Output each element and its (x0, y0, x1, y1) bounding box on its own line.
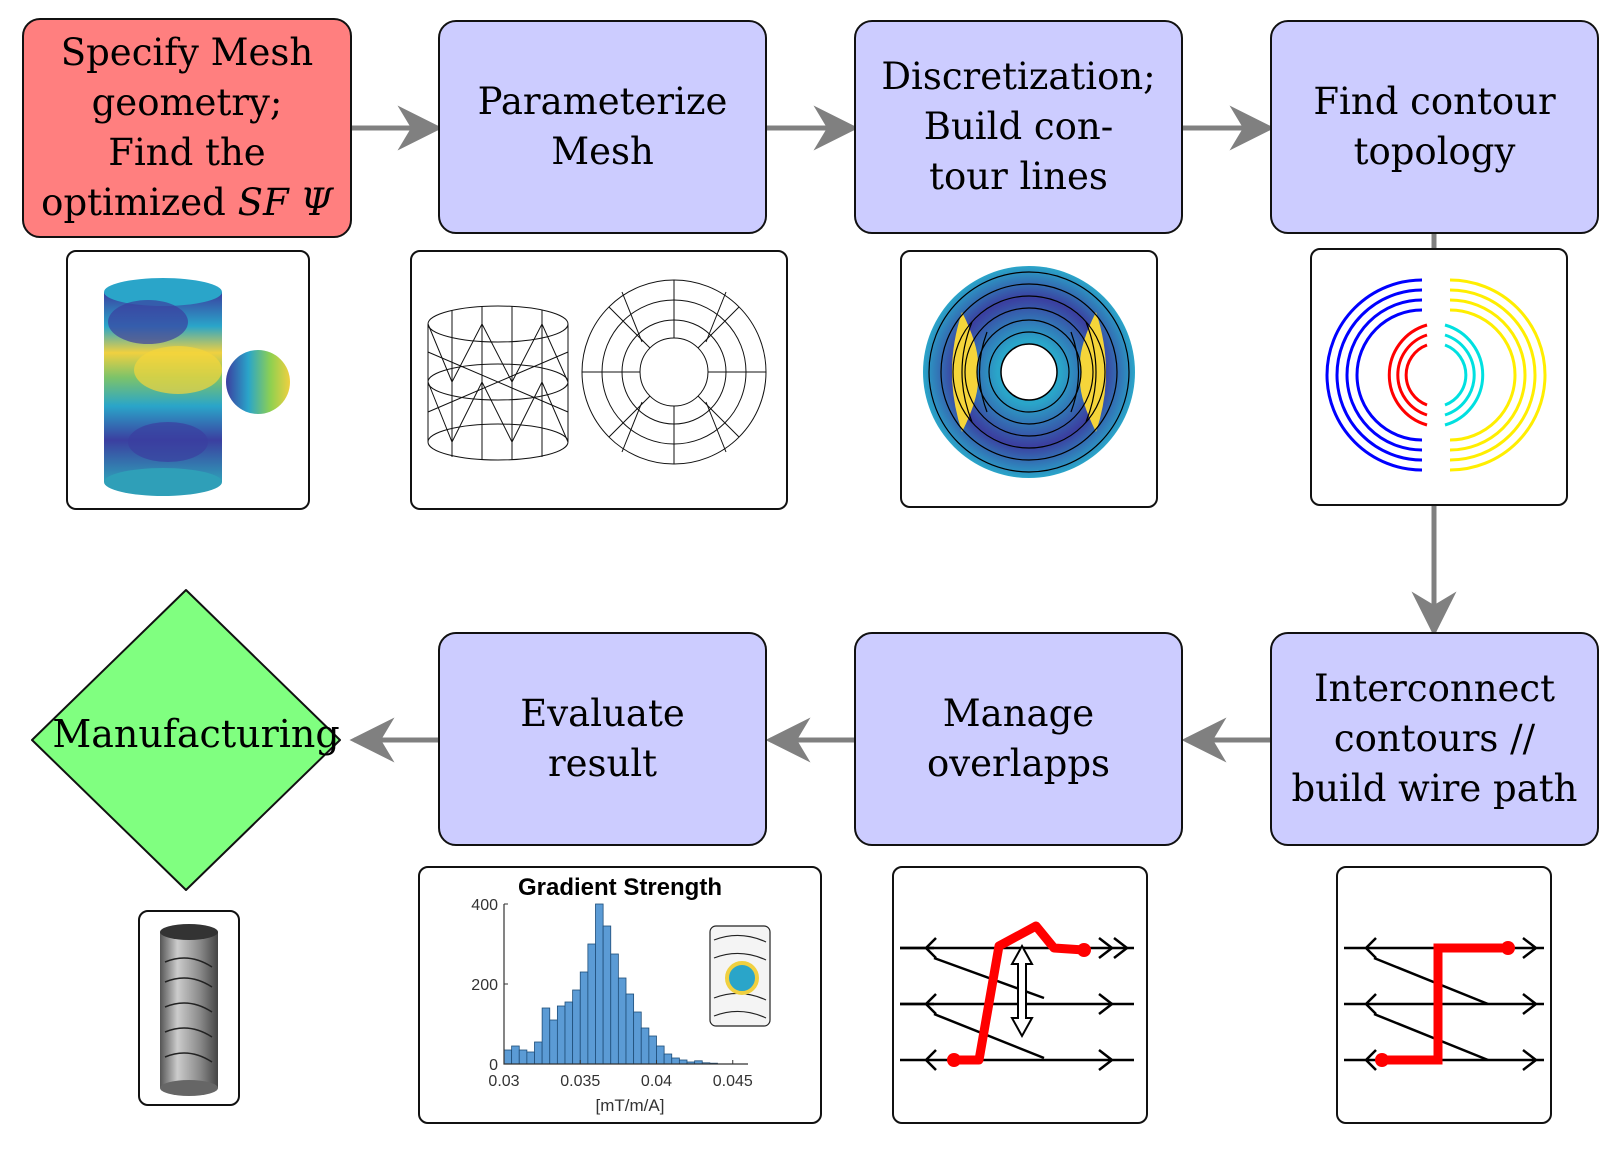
panel-gradient-histogram: Gradient Strength 0 200 400 0.03 0.035 0.04 0.… (418, 866, 822, 1124)
x-tick-label: 0.04 (641, 1073, 672, 1090)
histogram-xlabel: [mT/m/A] (595, 1096, 665, 1115)
histogram-bar (595, 903, 604, 1065)
step-text: Find contour (1313, 80, 1556, 123)
histogram-inset-coil (709, 925, 771, 1027)
step-text: Interconnect (1313, 667, 1556, 710)
sf-psi-symbol: SF Ψ (237, 181, 333, 224)
step-text: Build con- (923, 105, 1114, 148)
step-text: Discretization; (881, 55, 1156, 98)
x-tick-label: 0.045 (713, 1073, 753, 1090)
step-parameterize-mesh: Parameterize Mesh (438, 20, 767, 234)
histogram-bar (503, 1049, 513, 1065)
panel-manufactured-coil (138, 910, 240, 1106)
step-text: result (547, 742, 658, 785)
mesh-image (427, 279, 767, 465)
step-text: Evaluate (520, 692, 685, 735)
histogram-bar (648, 1035, 657, 1065)
histogram-bar (610, 953, 619, 1065)
y-tick-label: 200 (471, 977, 498, 994)
histogram-bar (518, 1049, 528, 1065)
topology-image (1325, 278, 1547, 472)
step-text: Manage (942, 692, 1095, 735)
step-text: overlapps (926, 742, 1110, 785)
histogram-title: Gradient Strength (517, 874, 722, 901)
step-text: contours // (1333, 717, 1536, 760)
step-find-contour-topology: Find contour topology (1270, 20, 1599, 234)
histogram-bar (587, 943, 596, 1065)
y-tick-label: 0 (489, 1057, 498, 1074)
panel-manage-overlaps (892, 866, 1148, 1124)
panel-topology (1310, 248, 1568, 506)
step-text: Specify Mesh (60, 31, 314, 74)
step-text-last: optimized SF Ψ (41, 178, 333, 228)
step-text: optimized (41, 181, 238, 224)
manufacturing-label: Manufacturing (52, 712, 340, 756)
wire-path-image (1344, 937, 1544, 1071)
histogram-bar (549, 1019, 558, 1065)
panel-stream-function (66, 250, 310, 510)
overlaps-image (900, 921, 1134, 1071)
histogram-bar (541, 1007, 551, 1065)
histogram-bar (671, 1057, 680, 1065)
panel-contour-lines (900, 250, 1158, 508)
histogram-chart: 0 200 400 0.03 0.035 0.04 0.045 (471, 897, 771, 1090)
histogram-bar (564, 1001, 574, 1065)
stream-function-image (104, 278, 290, 496)
contour-lines-image (923, 266, 1135, 478)
step-text: build wire path (1291, 767, 1578, 810)
panel-mesh (410, 250, 788, 510)
histogram-bar (602, 925, 612, 1065)
x-tick-label: 0.035 (560, 1073, 600, 1090)
step-text: Mesh (551, 130, 654, 173)
step-evaluate-result: Evaluate result (438, 632, 767, 846)
histogram-bar (534, 1041, 543, 1065)
step-text: Find the (108, 131, 266, 174)
histogram-bar (617, 977, 627, 1065)
manufacturing-diamond (31, 589, 341, 891)
step-discretization: Discretization; Build con- tour lines (854, 20, 1183, 234)
histogram-bar (579, 971, 589, 1065)
x-tick-label: 0.03 (488, 1073, 519, 1090)
histogram-bar (656, 1045, 665, 1065)
step-interconnect-contours: Interconnect contours // build wire path (1270, 632, 1599, 846)
step-text: Parameterize (477, 80, 728, 123)
step-manage-overlaps: Manage overlapps (854, 632, 1183, 846)
panel-wire-path (1336, 866, 1552, 1124)
histogram-bar (625, 993, 635, 1065)
histogram-bar (511, 1045, 520, 1065)
histogram-bar (633, 1011, 642, 1065)
y-tick-label: 400 (471, 897, 498, 914)
step-specify-mesh: Specify Mesh geometry; Find the optimize… (22, 18, 352, 238)
coil-image (160, 924, 218, 1096)
step-text: topology (1353, 130, 1516, 173)
step-text: geometry; (91, 81, 283, 124)
histogram-bar (640, 1027, 650, 1065)
histogram-bar (663, 1053, 673, 1065)
histogram-bar (572, 989, 581, 1065)
step-text: tour lines (929, 155, 1108, 198)
histogram-bar (556, 1005, 566, 1065)
histogram-bar (526, 1051, 535, 1065)
